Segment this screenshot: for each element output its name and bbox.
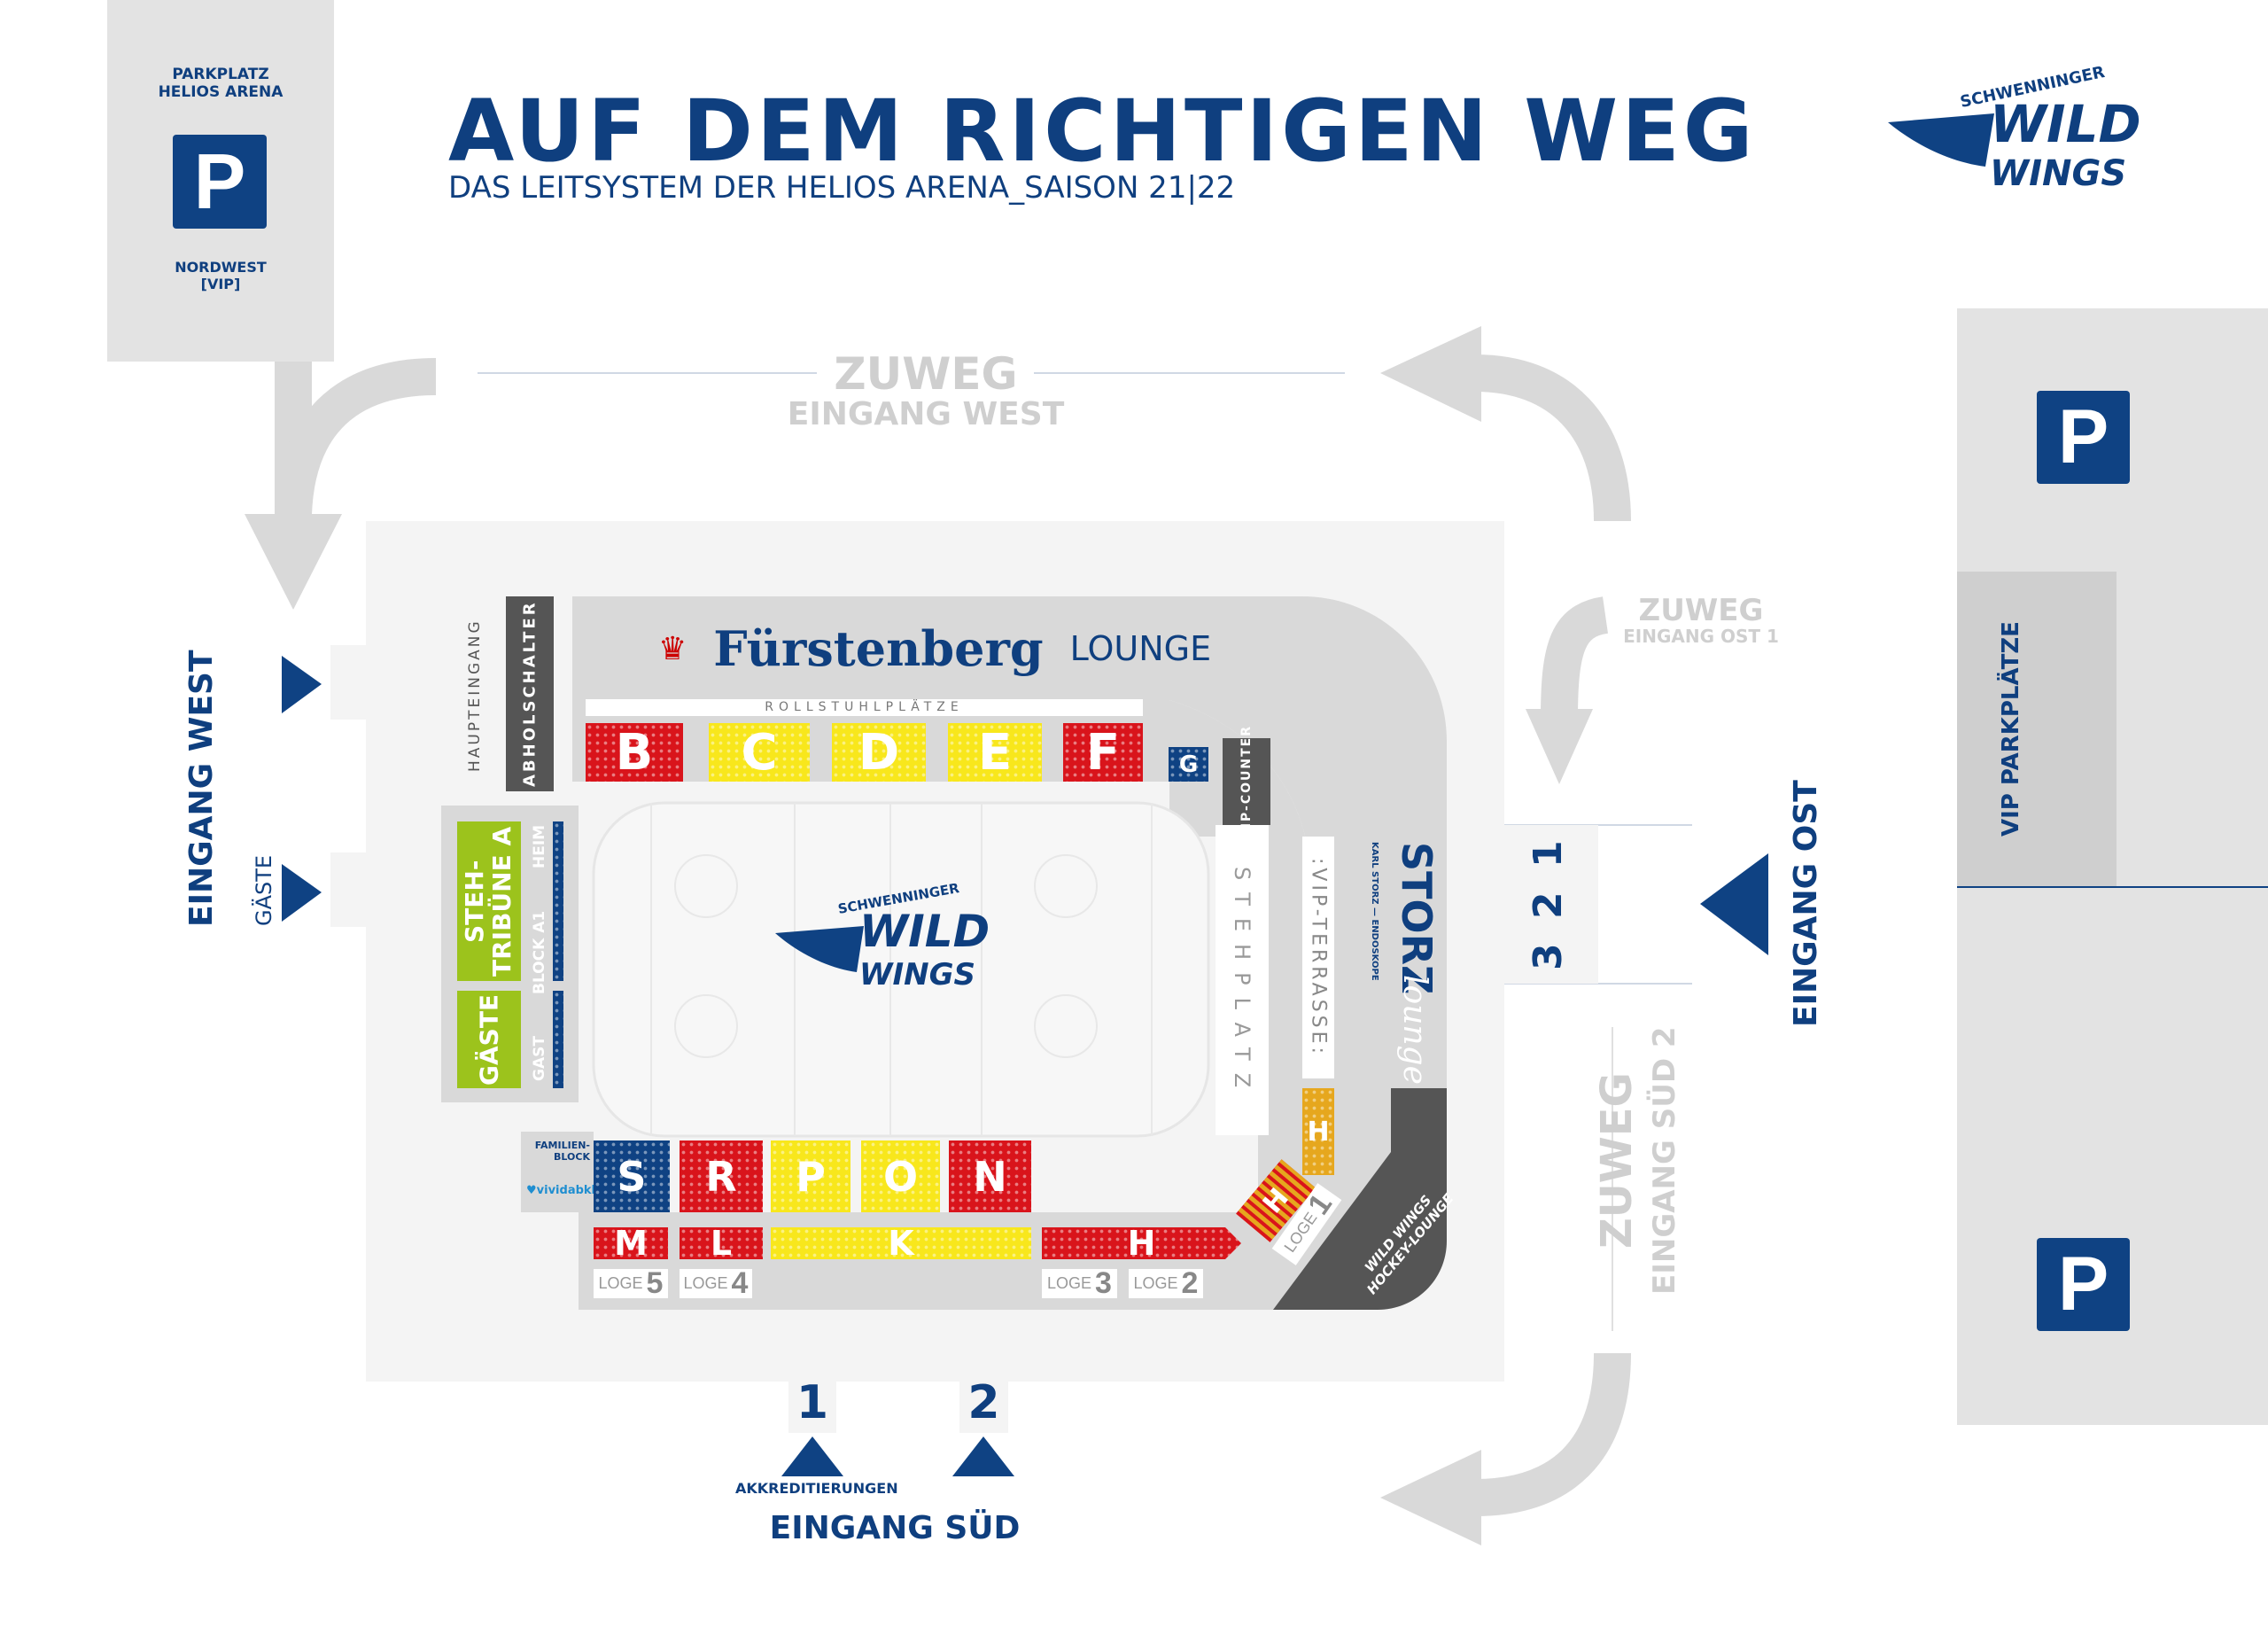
south-gate-2[interactable]: 2 bbox=[967, 1376, 1000, 1429]
pickup-counter[interactable]: ABHOLSCHALTER bbox=[506, 596, 554, 791]
block-o[interactable]: O bbox=[861, 1140, 940, 1212]
block-a1-label: BLOCK A1 bbox=[531, 910, 548, 995]
standing-area-label: STEHPLATZ bbox=[1230, 867, 1254, 1101]
arrow-west-icon bbox=[282, 656, 322, 713]
arrow-east-down-icon bbox=[1526, 709, 1593, 784]
vip-counter[interactable]: VIP-COUNTER bbox=[1223, 724, 1270, 839]
block-g[interactable]: G bbox=[1169, 747, 1208, 782]
parking-east-top-icon: P bbox=[2037, 391, 2130, 484]
ice-rink bbox=[592, 801, 1210, 1138]
block-h-south[interactable]: H bbox=[1042, 1227, 1241, 1259]
block-m[interactable]: M bbox=[594, 1224, 668, 1263]
path-south-label-1: ZUWEG bbox=[1591, 1072, 1642, 1249]
south-gate-1[interactable]: 1 bbox=[796, 1376, 829, 1429]
block-e[interactable]: E bbox=[948, 723, 1042, 782]
vip-parking-label: VIP PARKPLÄTZE bbox=[1998, 621, 2024, 837]
family-block-label: FAMILIEN-BLOCK bbox=[534, 1140, 590, 1164]
east-gate-2[interactable]: 2 bbox=[1526, 891, 1571, 920]
entrance-west-label: EINGANG WEST bbox=[183, 650, 220, 928]
path-south-label-2: EINGANG SÜD 2 bbox=[1647, 1026, 1683, 1296]
sponsor-logo: ♥vividabkk bbox=[526, 1184, 600, 1197]
block-c[interactable]: C bbox=[709, 723, 810, 782]
guest-block-label: GAST bbox=[531, 1036, 548, 1082]
path-arrows bbox=[275, 354, 1631, 1516]
parking-nw-sublabel: NORDWEST[VIP] bbox=[175, 259, 267, 293]
fuerstenberg-lounge: ♛ Fürstenberg LOUNGE bbox=[658, 620, 1212, 677]
page-subtitle: DAS LEITSYSTEM DER HELIOS ARENA_SAISON 2… bbox=[448, 170, 1236, 206]
east-gate-1[interactable]: 1 bbox=[1526, 840, 1571, 868]
crest-icon: ♛ bbox=[658, 630, 687, 667]
block-d[interactable]: D bbox=[832, 723, 926, 782]
entrance-south-label: EINGANG SÜD bbox=[769, 1510, 1021, 1546]
entrance-guests-label: GÄSTE bbox=[252, 854, 276, 927]
wheelchair-area: ROLLSTUHLPLÄTZE bbox=[586, 699, 1143, 716]
guest-block-seats[interactable] bbox=[553, 991, 563, 1088]
parking-nw-icon: P bbox=[173, 135, 267, 229]
entrance-east-label: EINGANG OST bbox=[1788, 780, 1824, 1028]
block-n[interactable]: N bbox=[949, 1140, 1031, 1212]
block-f[interactable]: F bbox=[1063, 723, 1143, 782]
block-r[interactable]: R bbox=[680, 1140, 763, 1212]
standing-stand-a[interactable]: STEH-TRIBÜNE A bbox=[457, 821, 521, 981]
block-s[interactable]: S bbox=[594, 1140, 670, 1212]
main-entrance-label: HAUPTEINGANG bbox=[466, 619, 484, 773]
home-block-seats[interactable] bbox=[553, 821, 563, 981]
block-h-east[interactable]: H bbox=[1302, 1088, 1334, 1175]
home-label: HEIM bbox=[531, 824, 548, 868]
vip-terrace[interactable]: :VIP-TERRASSE: bbox=[1302, 837, 1334, 1078]
arrow-east-icon bbox=[1700, 853, 1768, 955]
page-title: AUF DEM RICHTIGEN WEG bbox=[448, 82, 1757, 181]
vip-parking-area bbox=[1957, 572, 2117, 887]
guest-stand[interactable]: GÄSTE bbox=[457, 991, 521, 1088]
arrow-south2-icon bbox=[952, 1436, 1014, 1476]
storz-lounge: STORZ KARL STORZ — ENDOSKOPE lounge bbox=[1370, 842, 1441, 1085]
block-b[interactable]: B bbox=[586, 723, 683, 782]
east-gate-3[interactable]: 3 bbox=[1526, 943, 1571, 971]
arrow-south1-icon bbox=[781, 1436, 843, 1476]
block-p[interactable]: P bbox=[771, 1140, 850, 1212]
arrow-guests-icon bbox=[282, 864, 322, 922]
parking-east-bottom-icon: P bbox=[2037, 1238, 2130, 1331]
block-l[interactable]: L bbox=[680, 1224, 763, 1263]
hockey-lounge-area bbox=[1273, 1088, 1447, 1310]
accreditation-label: AKKREDITIERUNGEN bbox=[735, 1480, 898, 1497]
arrow-se-icon bbox=[1380, 1450, 1481, 1545]
block-k[interactable]: K bbox=[771, 1224, 1031, 1263]
east-gates: 1 2 3 bbox=[1526, 829, 1579, 983]
arrow-ne-icon bbox=[1380, 326, 1481, 422]
arrow-nw-icon bbox=[245, 514, 342, 610]
